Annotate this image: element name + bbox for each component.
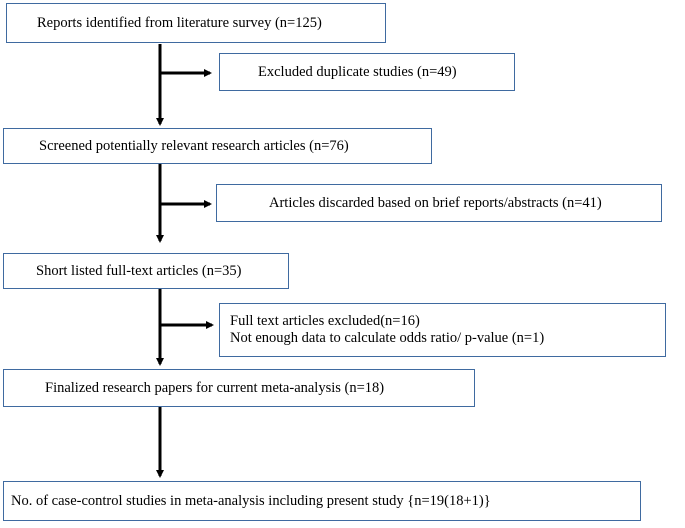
step5-box: No. of case-control studies in meta-anal… xyxy=(3,481,641,521)
step1-text: Reports identified from literature surve… xyxy=(37,14,322,31)
exclusion1-box: Excluded duplicate studies (n=49) xyxy=(219,53,515,91)
step2-text: Screened potentially relevant research a… xyxy=(39,137,349,154)
step3-text: Short listed full-text articles (n=35) xyxy=(36,262,242,279)
step4-text: Finalized research papers for current me… xyxy=(45,379,385,396)
exclusion3-line1: Full text articles excluded(n=16) xyxy=(230,313,420,329)
exclusion2-box: Articles discarded based on brief report… xyxy=(216,184,662,222)
exclusion2-text: Articles discarded based on brief report… xyxy=(269,194,602,211)
step5-text: No. of case-control studies in meta-anal… xyxy=(11,492,491,509)
step3-box: Short listed full-text articles (n=35) xyxy=(3,253,289,289)
step2-box: Screened potentially relevant research a… xyxy=(3,128,432,164)
exclusion3-box: Full text articles excluded(n=16) Not en… xyxy=(219,303,666,357)
step4-box: Finalized research papers for current me… xyxy=(3,369,475,407)
step1-box: Reports identified from literature surve… xyxy=(6,3,386,43)
exclusion3-line2: Not enough data to calculate odds ratio/… xyxy=(230,330,545,346)
exclusion1-text: Excluded duplicate studies (n=49) xyxy=(258,63,457,80)
